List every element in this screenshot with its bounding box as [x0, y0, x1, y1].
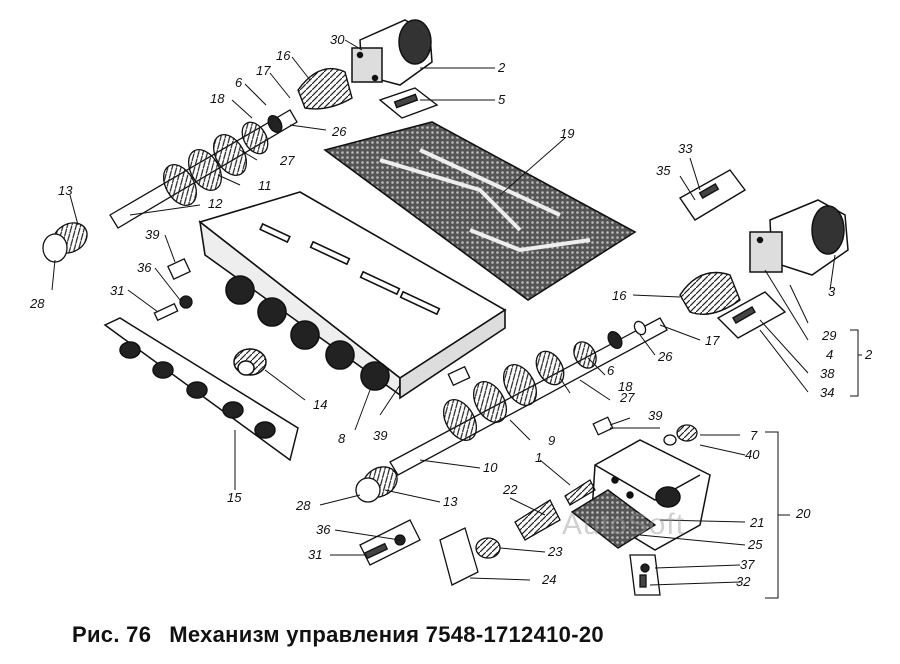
callout: 16: [276, 48, 291, 63]
callout: 10: [483, 460, 498, 475]
upper-spring-16: [297, 67, 353, 110]
callout: 7: [750, 428, 758, 443]
callout: 13: [58, 183, 73, 198]
watermark: AutoSoft: [562, 508, 686, 541]
right-bracket-33: [678, 169, 747, 221]
callout: 6: [235, 75, 243, 90]
upper-solenoid: [351, 19, 433, 86]
callout: 5: [498, 92, 506, 107]
callout: 27: [619, 390, 635, 405]
callout: 37: [740, 557, 755, 572]
callout-numbers: 30 2 16 17 5 6 18 26 19 27 11 13 12 39 3…: [29, 32, 873, 589]
callout: 16: [612, 288, 627, 303]
plug-14: [233, 348, 267, 376]
callout: 18: [618, 379, 633, 394]
callout: 39: [373, 428, 387, 443]
callout: 4: [826, 347, 833, 362]
figure-caption: Рис. 76 Механизм управления 7548-1712410-…: [72, 622, 604, 648]
callout: 26: [657, 349, 673, 364]
callout: 11: [258, 178, 272, 193]
callout: 33: [678, 141, 693, 156]
callout: 39: [145, 227, 159, 242]
callout: 24: [541, 572, 556, 587]
callout: 8: [338, 431, 346, 446]
callout: 31: [308, 547, 322, 562]
callout: 31: [110, 283, 124, 298]
lower-spool-stack: [355, 317, 668, 503]
callout: 39: [648, 408, 662, 423]
small-fasteners-left: [153, 257, 471, 387]
right-bracket-34: [716, 291, 787, 339]
callout: 2: [497, 60, 506, 75]
callout: 38: [820, 366, 835, 381]
callout: 1: [535, 450, 542, 465]
callout: 26: [331, 124, 347, 139]
gasket-15: [103, 317, 299, 462]
right-spring-16: [679, 271, 741, 315]
leader-lines: [51, 39, 862, 599]
callout: 9: [548, 433, 555, 448]
callout: 28: [295, 498, 311, 513]
callout: 23: [547, 544, 563, 559]
callout: 3: [828, 284, 836, 299]
callout: 25: [747, 537, 763, 552]
callout: 19: [560, 126, 574, 141]
callout: 20: [795, 506, 811, 521]
figure-label: Рис. 76: [72, 622, 152, 647]
callout: 30: [330, 32, 345, 47]
callout: 29: [821, 328, 836, 343]
callout: 6: [607, 363, 615, 378]
gasket-plate-19: [323, 121, 637, 301]
upper-spool-stack: [42, 109, 298, 263]
callout: 34: [820, 385, 834, 400]
callout: 35: [656, 163, 671, 178]
callout: 28: [29, 296, 45, 311]
callout: 22: [502, 482, 518, 497]
callout: 27: [279, 153, 295, 168]
upper-bracket-5: [378, 87, 439, 119]
callout: 36: [137, 260, 152, 275]
plate-21: [570, 489, 657, 549]
callout: 13: [443, 494, 458, 509]
callout: 32: [736, 574, 751, 589]
callout: 14: [313, 397, 327, 412]
callout: 15: [227, 490, 242, 505]
callout: 12: [208, 196, 223, 211]
callout: 36: [316, 522, 331, 537]
callout: 40: [745, 447, 760, 462]
right-solenoid: [749, 199, 849, 276]
callout: 17: [705, 333, 720, 348]
callout: 17: [256, 63, 271, 78]
callout: 18: [210, 91, 225, 106]
callout: 21: [749, 515, 764, 530]
figure-title: Механизм управления 7548-1712410-20: [169, 622, 604, 647]
callout: 2: [864, 347, 873, 362]
valve-body-8: [198, 191, 507, 400]
